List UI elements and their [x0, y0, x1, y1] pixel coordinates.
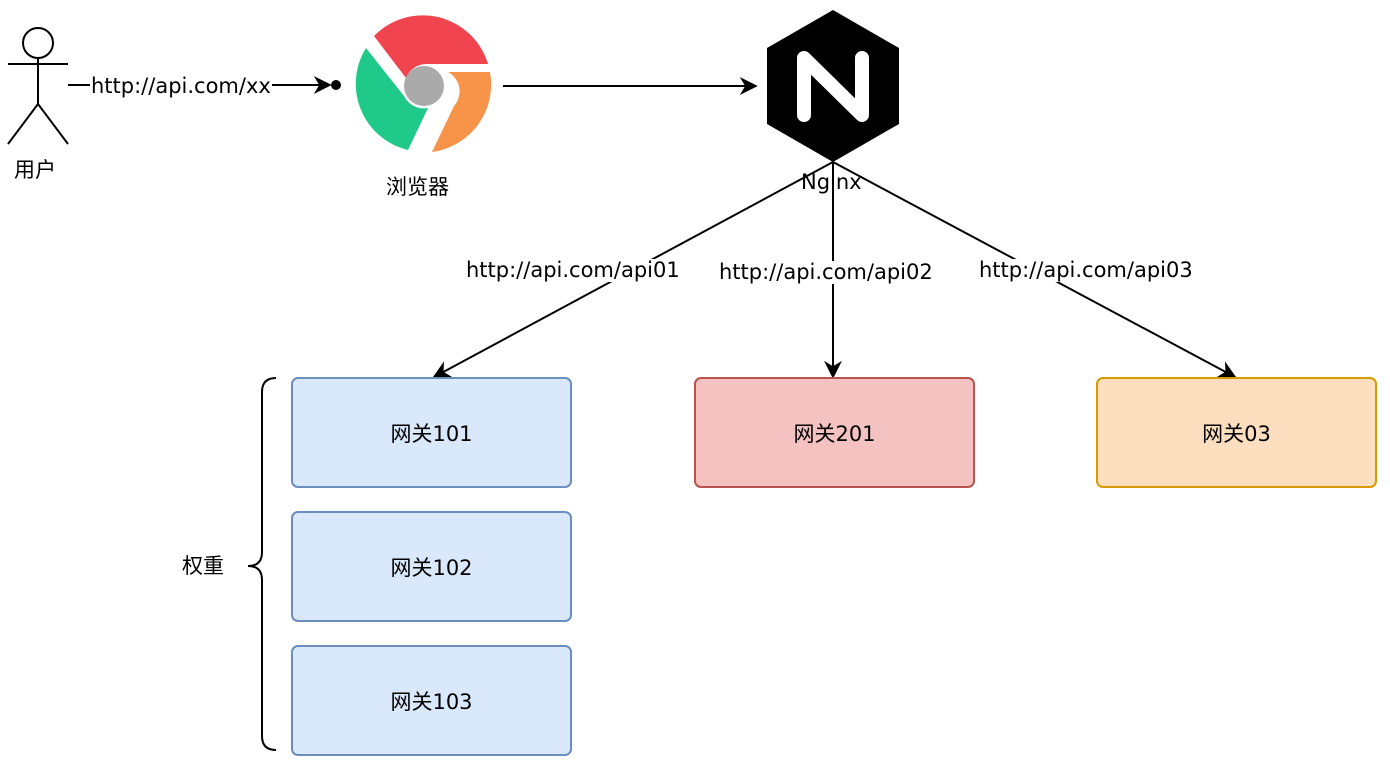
gateway-102-label: 网关102: [390, 555, 473, 580]
edge-endpoint-dot: [331, 80, 341, 90]
edge-label-user-browser: http://api.com/xx: [90, 74, 272, 99]
browser-label: 浏览器: [386, 175, 449, 199]
weight-label: 权重: [182, 554, 224, 578]
gateway-101[interactable]: 网关101: [291, 377, 572, 488]
nginx-label: Nginx: [801, 170, 862, 194]
gateway-103[interactable]: 网关103: [291, 645, 572, 756]
weight-brace: [247, 377, 277, 751]
edge-label-api03: http://api.com/api03: [978, 258, 1194, 283]
chrome-browser-icon: [355, 15, 492, 152]
gateway-201-label: 网关201: [793, 421, 876, 446]
gateway-03[interactable]: 网关03: [1096, 377, 1377, 488]
user-label: 用户: [14, 158, 56, 182]
edge-label-api02: http://api.com/api02: [718, 260, 934, 285]
edge-label-api01: http://api.com/api01: [465, 258, 681, 283]
gateway-03-label: 网关03: [1202, 421, 1271, 446]
nginx-hexagon-icon: [767, 10, 899, 162]
gateway-102[interactable]: 网关102: [291, 511, 572, 622]
gateway-101-label: 网关101: [390, 421, 473, 446]
gateway-201[interactable]: 网关201: [694, 377, 975, 488]
actor-icon: [7, 27, 69, 145]
gateway-103-label: 网关103: [390, 689, 473, 714]
